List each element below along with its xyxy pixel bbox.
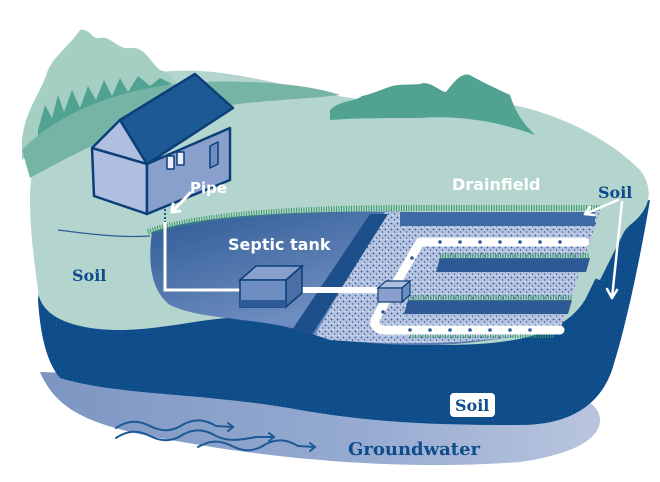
- label-soil-deep: Soil: [455, 396, 489, 415]
- label-soil-deep-badge: [450, 393, 495, 417]
- wavy-arrow-icon: [115, 419, 317, 452]
- hill-band-left: [22, 81, 340, 178]
- label-pipe: Pipe: [190, 179, 227, 197]
- label-soil-right: Soil: [598, 183, 632, 202]
- drainfield-strip-top: [400, 212, 595, 226]
- label-soil-left: Soil: [72, 266, 106, 285]
- pipe: [163, 205, 385, 293]
- soil-boundary-line: [57, 229, 151, 238]
- label-groundwater: Groundwater: [348, 439, 481, 460]
- house-icon: [90, 72, 235, 216]
- drainfield-strip-1: [436, 258, 590, 272]
- label-septic-tank: Septic tank: [228, 235, 331, 254]
- label-drainfield: Drainfield: [452, 175, 541, 194]
- septic-tank-icon: [238, 264, 304, 309]
- distribution-box-icon: [376, 279, 412, 304]
- pipe-arrow-icon: [170, 191, 192, 214]
- trench-wall: [292, 214, 388, 335]
- drainfield-strip-2: [404, 300, 572, 314]
- trees-right: [330, 74, 535, 135]
- lateral-pipes: [370, 237, 590, 335]
- soil-arrow-icon: [583, 198, 624, 300]
- grass: [147, 205, 600, 338]
